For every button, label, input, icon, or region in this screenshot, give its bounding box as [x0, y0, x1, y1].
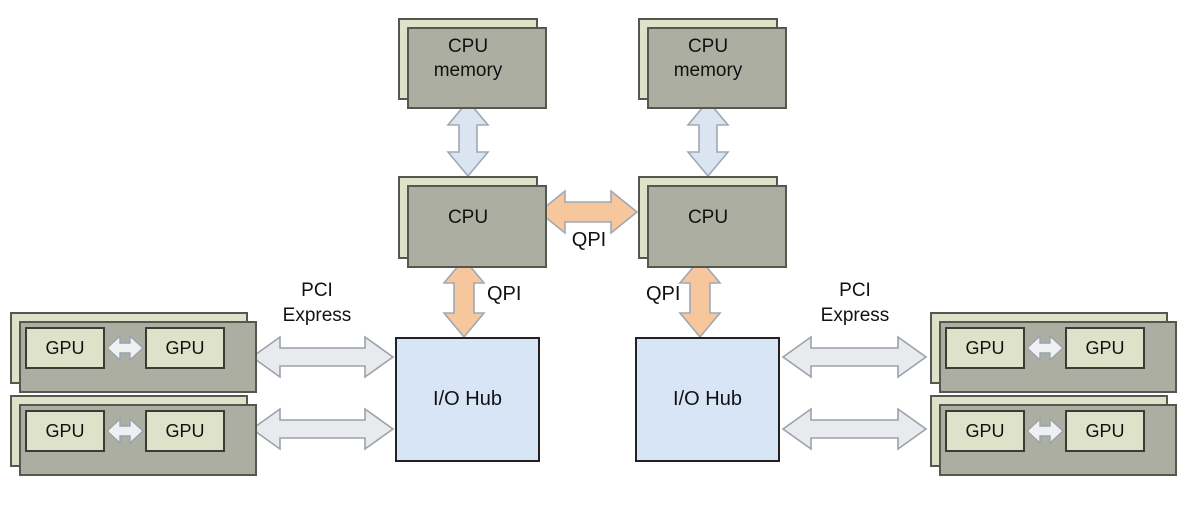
- gpu-box-label: GPU: [45, 420, 85, 441]
- pci-label-line2: Express: [282, 304, 352, 326]
- pci-arrow-left-top: [250, 335, 395, 379]
- pci-arrow-left-bottom: [250, 407, 395, 451]
- io-hub-right-box: I/O Hub: [635, 337, 780, 462]
- gpu-box-4: GPU: [145, 410, 225, 452]
- gpu-box-label: GPU: [1085, 420, 1125, 441]
- pci-label-line1: PCI: [301, 280, 333, 301]
- cpu-memory-left-box: CPU memory: [398, 18, 547, 109]
- gpu-box-5: GPU: [945, 327, 1025, 369]
- cpu-memory-label: CPU memory: [673, 36, 743, 81]
- gpu-box-label: GPU: [965, 337, 1005, 358]
- gpu-box-3: GPU: [25, 410, 105, 452]
- io-hub-label: I/O Hub: [673, 388, 742, 410]
- gpu-link-arrow-left-top: [105, 334, 145, 362]
- cpu-memory-right-box: CPU memory: [638, 18, 787, 109]
- io-hub-label: I/O Hub: [433, 388, 502, 410]
- qpi-label-right: QPI: [646, 283, 681, 305]
- qpi-arrow-center: [537, 189, 639, 235]
- gpu-box-6: GPU: [1065, 327, 1145, 369]
- gpu-box-label: GPU: [965, 420, 1005, 441]
- gpu-box-label: GPU: [165, 337, 205, 358]
- gpu-box-label: GPU: [1085, 337, 1125, 358]
- pci-express-label-right: PCI Express: [796, 279, 914, 328]
- qpi-label-center: QPI: [571, 229, 607, 251]
- gpu-box-8: GPU: [1065, 410, 1145, 452]
- pci-label-line1: PCI: [839, 280, 871, 301]
- gpu-link-arrow-right-top: [1025, 334, 1065, 362]
- gpu-link-arrow-left-bottom: [105, 417, 145, 445]
- pci-arrow-right-top: [781, 335, 928, 379]
- cpu-label: CPU: [447, 206, 489, 228]
- qpi-label-left: QPI: [487, 283, 522, 305]
- gpu-box-label: GPU: [165, 420, 205, 441]
- cpu-left-box: CPU: [398, 176, 547, 268]
- gpu-box-label: GPU: [45, 337, 85, 358]
- pci-arrow-right-bottom: [781, 407, 928, 451]
- cpu-memory-label: CPU memory: [433, 36, 503, 81]
- cpu-right-box: CPU: [638, 176, 787, 268]
- gpu-box-2: GPU: [145, 327, 225, 369]
- gpu-box-7: GPU: [945, 410, 1025, 452]
- cpu-label: CPU: [687, 206, 729, 228]
- io-hub-left-box: I/O Hub: [395, 337, 540, 462]
- gpu-box-1: GPU: [25, 327, 105, 369]
- pci-label-line2: Express: [820, 304, 890, 326]
- pci-express-label-left: PCI Express: [258, 279, 376, 328]
- gpu-link-arrow-right-bottom: [1025, 417, 1065, 445]
